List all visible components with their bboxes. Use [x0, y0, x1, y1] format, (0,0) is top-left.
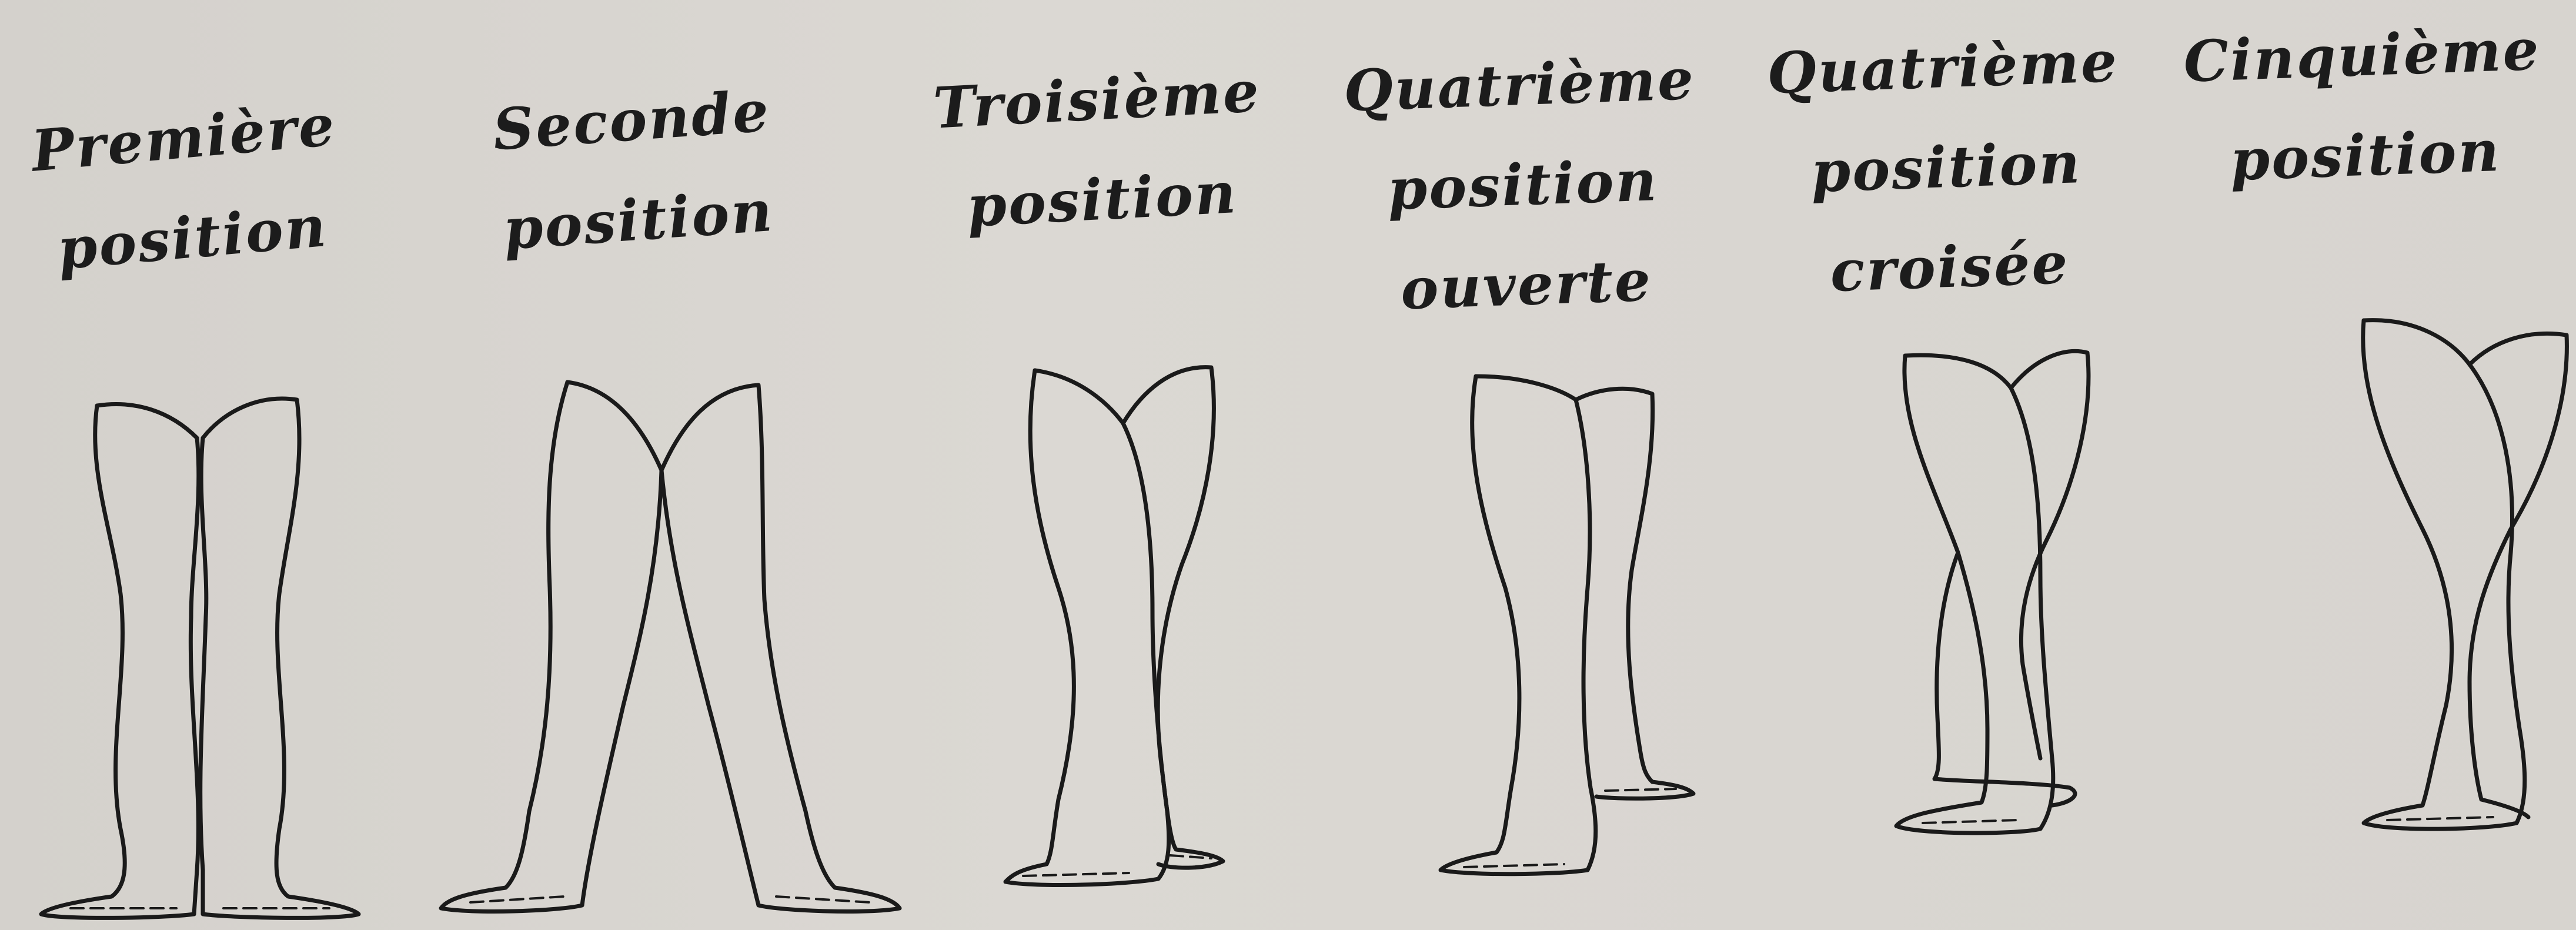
legs-cinquieme-position — [2363, 320, 2567, 829]
legs-premiere-position — [41, 399, 359, 918]
legs-quatrieme-position-ouverte — [1441, 376, 1693, 874]
legs-quatrieme-position-croisee — [1896, 352, 2089, 833]
legs-seconde-position — [441, 382, 900, 911]
legs-troisieme-position — [1005, 367, 1223, 885]
